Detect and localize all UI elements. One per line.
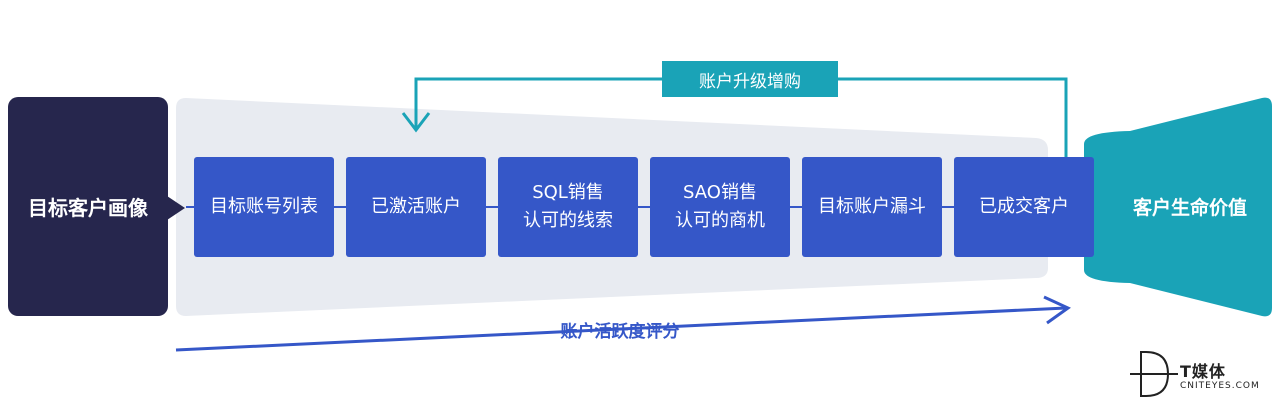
customer-lifetime-value-label: 客户生命价值: [1132, 197, 1247, 219]
target-customer-profile-box: 目标客户画像: [8, 97, 168, 316]
target-customer-profile-label: 目标客户画像: [28, 196, 148, 220]
account-activity-score-label: 账户活跃度评分: [520, 314, 720, 344]
step-1-line-1: 目标账号列表: [210, 196, 318, 217]
left-box-pointer: [167, 196, 185, 220]
activity-arrow-head: [1043, 295, 1071, 325]
account-activity-score-text: 账户活跃度评分: [560, 321, 680, 342]
logo-subtext: CNITEYES.COM: [1180, 381, 1260, 391]
step-target-account-funnel: 目标账户漏斗: [802, 157, 942, 257]
step-3-line-1: SQL销售: [532, 182, 604, 203]
step-closed-customers: 已成交客户: [954, 157, 1094, 257]
step-2-line-1: 已激活账户: [371, 196, 461, 217]
step-activated-accounts: 已激活账户: [346, 157, 486, 257]
step-5-line-1: 目标账户漏斗: [818, 196, 926, 217]
upgrade-loop-arrowhead: [401, 112, 431, 133]
step-4-line-1: SAO销售: [683, 182, 757, 203]
step-6-line-1: 已成交客户: [979, 196, 1069, 217]
step-sao: SAO销售 认可的商机: [650, 157, 790, 257]
account-upgrade-label: 账户升级增购: [662, 61, 838, 97]
logo-name: T媒体: [1180, 362, 1226, 381]
account-upgrade-text: 账户升级增购: [699, 71, 801, 92]
logo-mark: [1130, 351, 1178, 397]
step-4-line-2: 认可的商机: [675, 210, 765, 231]
lifetime-value-shape: [1084, 97, 1272, 317]
step-3-line-2: 认可的线索: [523, 210, 613, 231]
step-target-account-list: 目标账号列表: [194, 157, 334, 257]
activity-arrow-line: [175, 306, 1067, 352]
step-sql: SQL销售 认可的线索: [498, 157, 638, 257]
